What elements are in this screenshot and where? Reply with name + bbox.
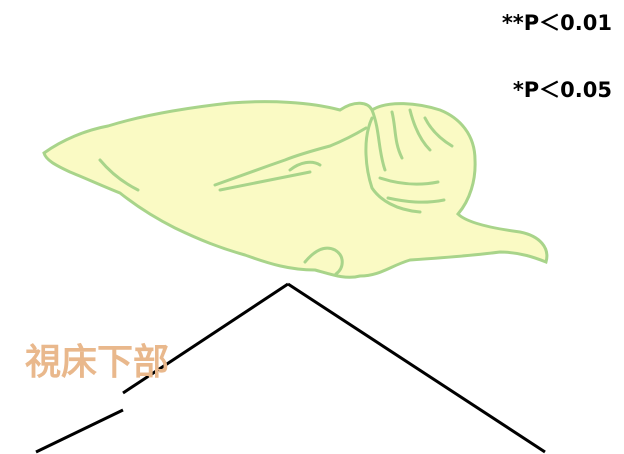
- legend-p005: *P＜0.05: [512, 78, 612, 102]
- legend-p001: **P＜0.01: [501, 11, 612, 35]
- zoom-line-left-upper: [122, 282, 289, 395]
- cerebellum-folds: [364, 108, 454, 214]
- hypothalamus-bump: [303, 246, 344, 276]
- brain-internal-sulcus: [98, 126, 368, 192]
- brain-sagittal-outline: [42, 100, 549, 279]
- zoom-lines: [35, 282, 546, 454]
- zoom-line-left-lower: [35, 408, 124, 454]
- region-label-hypothalamus: 視床下部: [25, 342, 170, 383]
- zoom-line-right: [287, 282, 546, 454]
